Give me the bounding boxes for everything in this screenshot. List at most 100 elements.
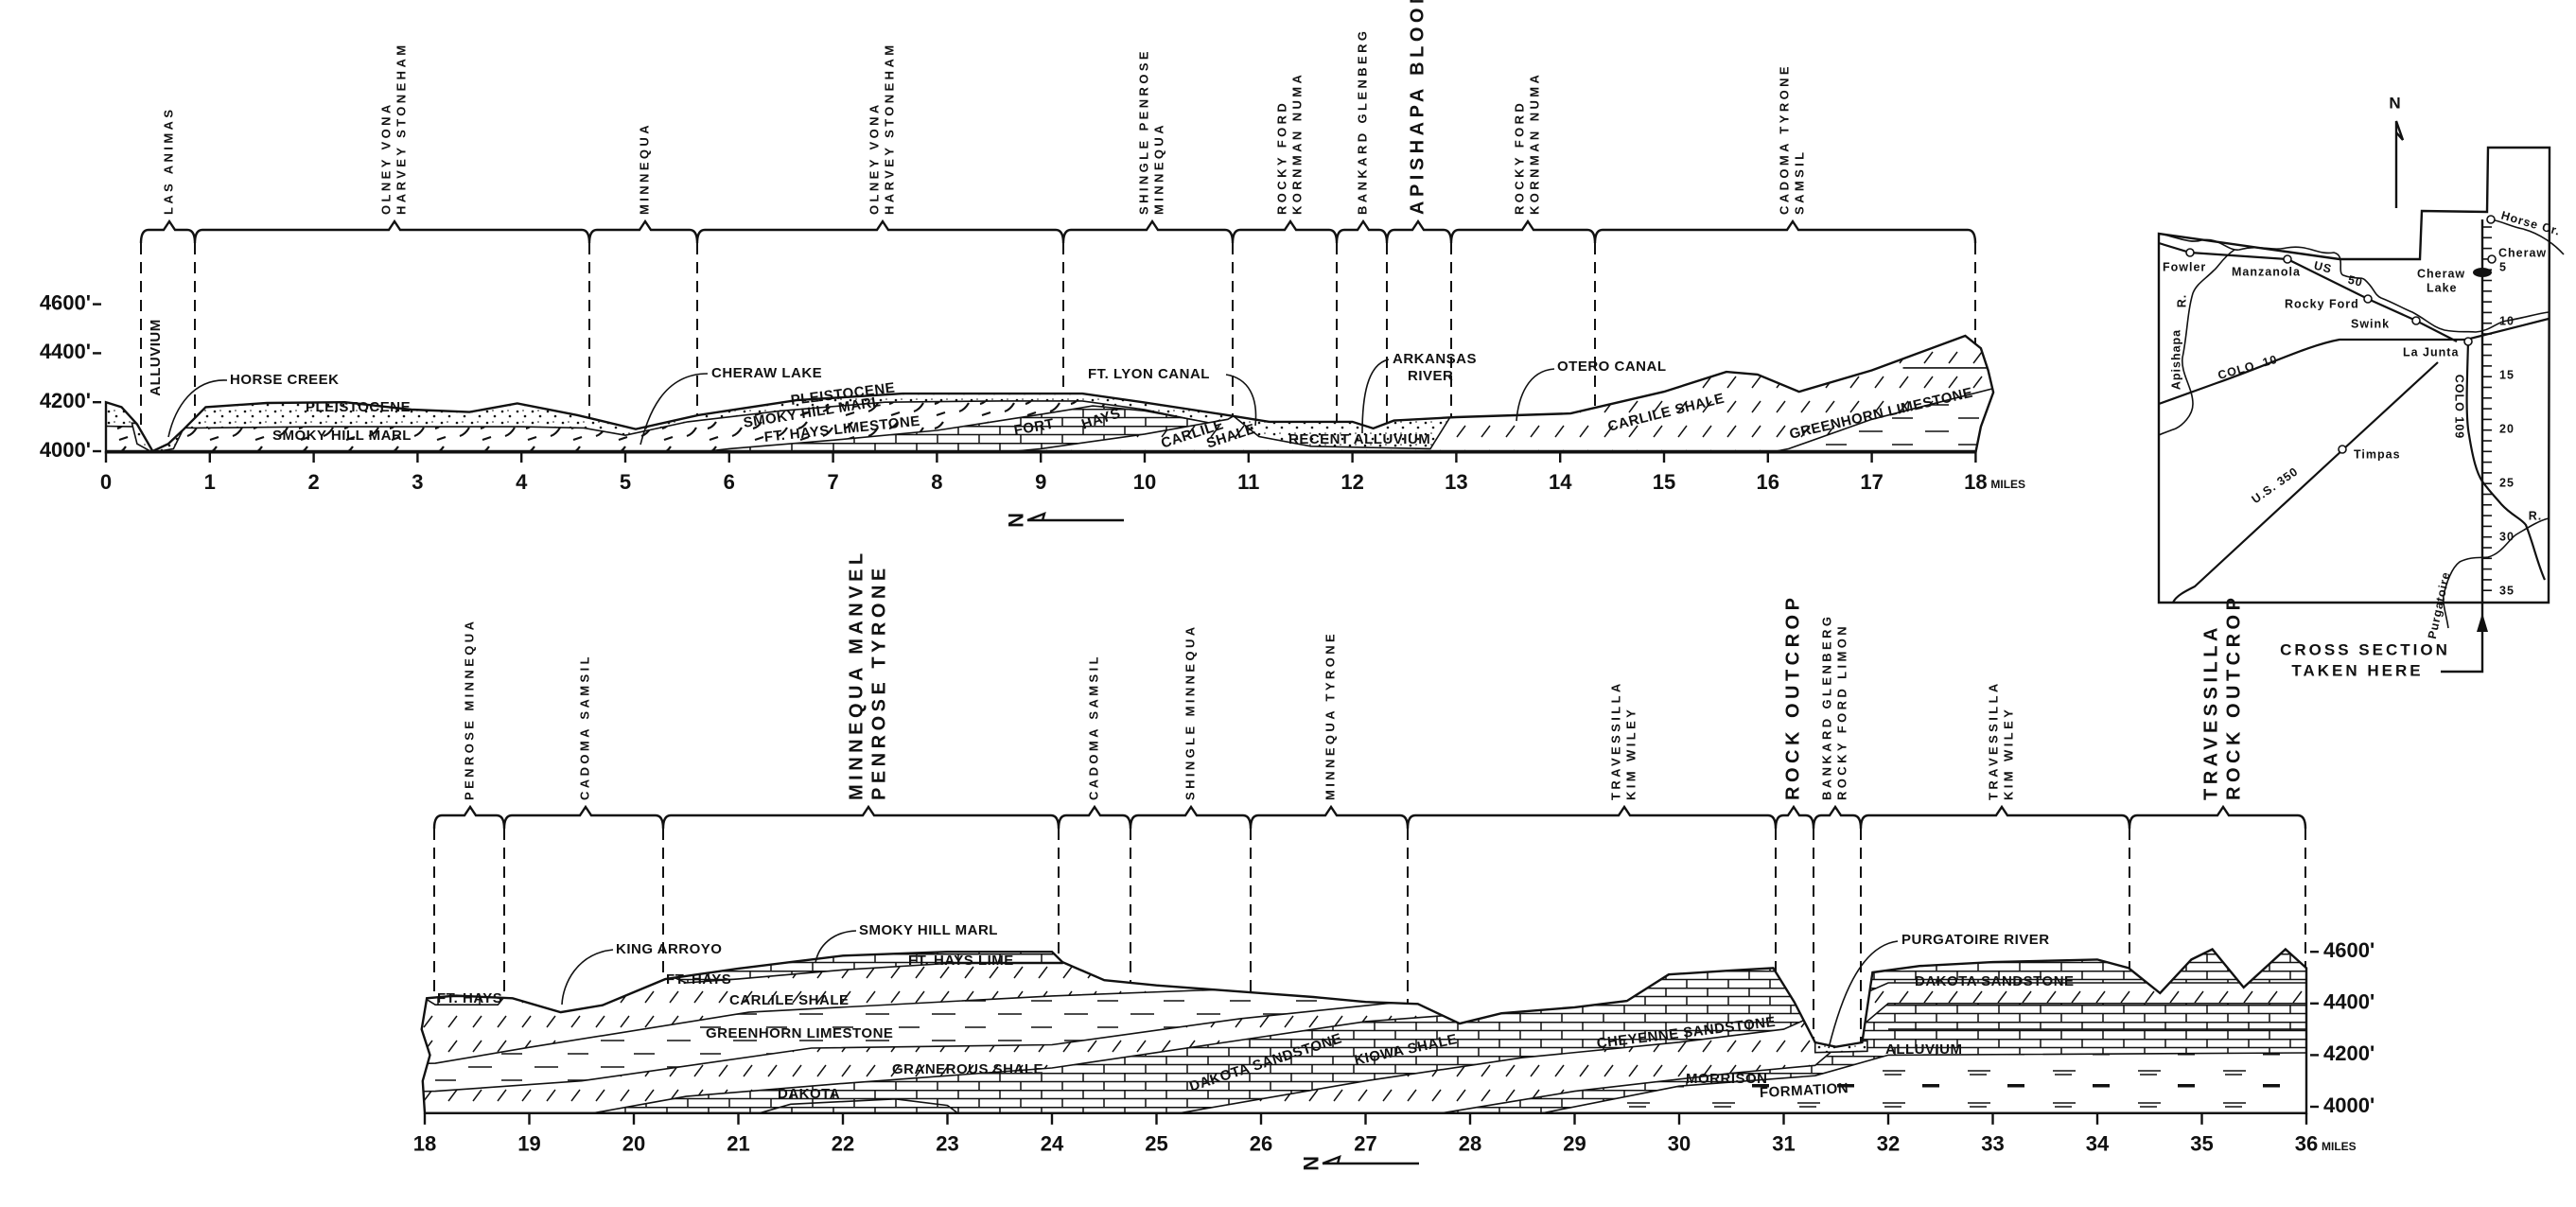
formation-label-morrison: MORRISON: [1686, 1071, 1768, 1087]
leader-arrow-icon: [1516, 368, 1555, 422]
ground-surface-outline: [420, 947, 2308, 1114]
formation-label-ft-hays: FT. HAYS: [437, 990, 502, 1006]
soil-series-label: SHINGLE PENROSE: [1136, 48, 1150, 215]
soil-series-label: HARVEY STONEHAM: [882, 43, 896, 215]
mile-label: 5: [620, 470, 631, 494]
soil-series-label: BANKARD GLENBERG: [1355, 28, 1369, 215]
elevation-label: 4600': [2323, 938, 2374, 962]
town-label-manzanola: Manzanola: [2232, 265, 2301, 278]
soil-series-label: ROCKY FORD: [1274, 100, 1288, 215]
soil-series-label: OLNEY VONA: [378, 101, 393, 215]
north-arrow-icon: [2394, 120, 2405, 208]
leader-arrow-icon: [1361, 359, 1390, 434]
soil-series-label: CADOMA SAMSIL: [1086, 654, 1100, 800]
purgatoire-river: [2443, 517, 2550, 629]
soil-series-label: MINNEQUA MANVEL: [846, 549, 867, 800]
mile-label: 33: [1981, 1132, 2004, 1156]
leader-arrow-icon: [1828, 940, 1899, 1049]
town-marker-icon: [2411, 316, 2421, 325]
horse-creek: [2490, 219, 2565, 255]
mile-label: 18: [413, 1132, 436, 1156]
formation-label-carlile-shale: CARLILE SHALE: [729, 992, 850, 1008]
mile-label: 25: [1145, 1132, 1167, 1156]
soil-series-label: ROCKY FORD: [1512, 100, 1526, 215]
soil-series-label: BANKARD GLENBERG: [1819, 614, 1833, 800]
mile-label: 7: [827, 470, 838, 494]
soil-series-label: MINNEQUA: [1151, 122, 1165, 215]
town-marker-icon: [2283, 254, 2292, 264]
formation-label-greenhorn-limestone: GREENHORN LIMESTONE: [706, 1025, 893, 1041]
feature-label-smoky-hill-marl: SMOKY HILL MARL: [859, 922, 998, 938]
mile-label: 21: [727, 1132, 749, 1156]
elevation-label: 4000': [40, 438, 91, 462]
water-label-cheraw-lake: Lake: [2427, 281, 2458, 294]
soil-series-label: KIM WILEY: [1623, 707, 1638, 800]
soil-series-label: TRAVESSILLA: [2200, 623, 2221, 800]
town-label-fowler: Fowler: [2163, 260, 2206, 273]
soil-series-bracket: [432, 804, 2307, 830]
soil-series-label: PENROSE MINNEQUA: [462, 619, 476, 800]
miles-unit-label: MILES: [1990, 478, 2025, 491]
water-label-apishapa: Apishapa: [2169, 329, 2182, 390]
granerous-shale: [421, 998, 1470, 1113]
town-marker-icon: [2338, 445, 2347, 454]
soil-series-label: SAMSIL: [1792, 149, 1806, 215]
formation-label-pleistocene: PLEISTOCENE: [306, 399, 411, 415]
apishapa-river: [2158, 249, 2235, 436]
recent-alluvium: [1233, 415, 1451, 449]
town-label-la-junta: La Junta: [2403, 345, 2459, 359]
feature-label-cheraw-lake: CHERAW LAKE: [711, 365, 822, 381]
elevation-label: 4000': [2323, 1093, 2374, 1117]
feature-label-otero-canal: OTERO CANAL: [1557, 359, 1667, 375]
soil-series-label: SHINGLE MINNEQUA: [1183, 623, 1197, 800]
mile-label: 26: [1250, 1132, 1272, 1156]
soil-series-label: OLNEY VONA: [867, 101, 881, 215]
formation-label-alluvium: ALLUVIUM: [1885, 1041, 1963, 1058]
mile-label: 15: [1653, 470, 1675, 494]
north-arrow-icon: [1322, 1155, 1419, 1165]
soil-series-label: TRAVESSILLA: [1608, 680, 1622, 800]
soil-series-label: MINNEQUA TYRONE: [1323, 631, 1337, 800]
colo-109-road: [2465, 341, 2547, 581]
feature-label-arkansas-river: RIVER: [1408, 368, 1453, 384]
water-label-apishapa-r: R.: [2175, 294, 2188, 308]
leader-arrow-icon: [167, 379, 228, 438]
leader-arrow-icon: [561, 949, 614, 1006]
soil-series-bracket: [139, 219, 1977, 244]
mile-label: 14: [1549, 470, 1572, 494]
soil-series-label: APISHAPA BLOOM: [1407, 0, 1428, 215]
formation-label-alluvium: ALLUVIUM: [148, 319, 164, 396]
formation-label-ft-hays: FT. HAYS: [666, 971, 731, 988]
elevation-label: 4200': [40, 389, 91, 412]
road-label-us-350: U.S. 350: [2250, 464, 2301, 506]
soil-series-label: HARVEY STONEHAM: [394, 43, 408, 215]
soil-series-label: CADOMA SAMSIL: [577, 654, 591, 800]
formation-label-smoky-hill-marl: SMOKY HILL MARL: [272, 428, 412, 444]
water-label-purgatoire-r: R.: [2529, 509, 2543, 522]
soil-series-label: LAS ANIMAS: [161, 107, 175, 215]
town-marker-icon: [2486, 215, 2496, 224]
dakota-lens: [759, 1098, 958, 1113]
mile-label: 31: [1772, 1132, 1795, 1156]
mile-label: 22: [832, 1132, 854, 1156]
formation-label-granerous-shale: GRANEROUS SHALE: [892, 1061, 1043, 1077]
mile-label: 3: [412, 470, 423, 494]
mile-label: 10: [1133, 470, 1156, 494]
morrison-formation: [1522, 1052, 2307, 1113]
cross-section-line: [2441, 219, 2484, 673]
elevation-label: 4200': [2323, 1041, 2374, 1065]
town-label-rocky-ford: Rocky Ford: [2285, 297, 2359, 310]
soil-series-label: MINNEQUA: [637, 122, 651, 215]
map-county-outline: [2157, 146, 2551, 604]
us-350-road: [2171, 361, 2439, 604]
mile-label: 23: [936, 1132, 958, 1156]
mile-label: 29: [1563, 1132, 1586, 1156]
mile-label: 13: [1445, 470, 1467, 494]
road-label-us-50: 50: [2346, 273, 2364, 289]
soil-series-label: CADOMA TYRONE: [1777, 63, 1791, 215]
map-scale-label: 20: [2499, 422, 2515, 435]
mile-label: 19: [517, 1132, 540, 1156]
road-label-colo-109: COLO 109: [2453, 375, 2466, 439]
north-arrow-symbol: N: [1004, 513, 1027, 528]
town-marker-icon: [2185, 248, 2195, 257]
